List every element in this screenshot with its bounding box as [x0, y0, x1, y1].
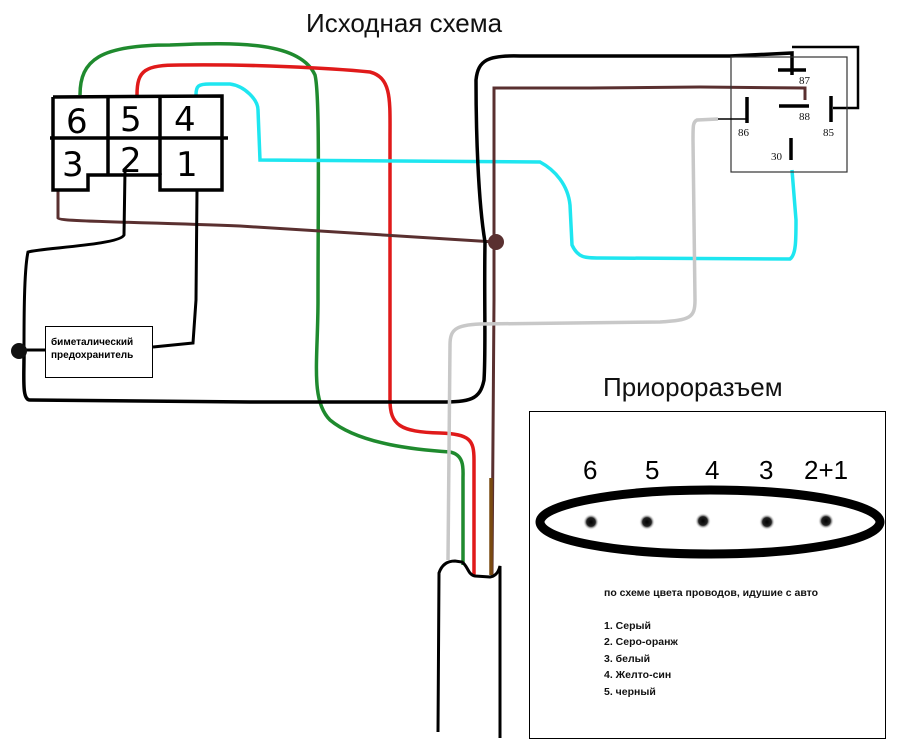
connector-pin-label-6: 6: [583, 455, 598, 485]
junction-black: [11, 343, 27, 359]
cable-jacket: [436, 559, 502, 738]
relay-pin-85: 85: [823, 127, 834, 139]
socket-pin-3: 3: [62, 145, 84, 185]
socket-pin-6: 6: [66, 102, 88, 142]
wire-color-legend: по схеме цвета проводов, идушие с авто 1…: [604, 585, 854, 700]
wire-list-item: 5. черный: [604, 685, 656, 698]
junction-brown: [488, 234, 504, 250]
connector-pin-dot-5: [639, 514, 655, 530]
relay-pin-87: 87: [799, 75, 810, 87]
connector-pin-dot-2-1: [818, 513, 834, 529]
fuse-label-line1: биметалический: [51, 337, 134, 348]
relay-contacts: [745, 68, 833, 160]
wire-list-item: 3. белый: [604, 652, 651, 665]
connector-pin-label-3: 3: [759, 455, 774, 485]
fuse-label-line2: предохранитель: [51, 350, 134, 361]
legend-note: по схеме цвета проводов, идушие с авто: [604, 587, 819, 599]
wire-red: [135, 63, 476, 575]
wire-list: 1. Серый 2. Серо-оранж 3. белый 4. Желто…: [604, 618, 854, 701]
wire-black-pin1: [152, 189, 199, 349]
relay-pin-86: 86: [738, 127, 749, 139]
connector-oval: [535, 485, 885, 559]
socket-block: [50, 94, 228, 192]
wire-black-pin2: [22, 169, 127, 351]
relay-body: [730, 56, 848, 173]
wire-black-85: [792, 45, 860, 110]
connector-pin-label-2-1: 2+1: [804, 455, 849, 485]
socket-pin-2: 2: [120, 141, 142, 181]
relay-pin-30: 30: [771, 151, 782, 163]
wire-list-item: 4. Желто-син: [604, 669, 672, 681]
connector-pin-label-5: 5: [645, 455, 660, 485]
wire-green: [78, 42, 465, 565]
wire-list-item: 1. Серый: [604, 619, 651, 632]
wire-black-relay: [474, 51, 794, 243]
relay-pin-88: 88: [799, 111, 810, 123]
connector-pin-dot-6: [583, 514, 599, 530]
wire-cyan: [194, 82, 798, 261]
connector-title: Приороразъем: [603, 372, 783, 402]
socket-pin-5: 5: [120, 100, 142, 140]
socket-pin-1: 1: [176, 145, 198, 185]
socket-pin-4: 4: [174, 100, 196, 140]
connector-pin-dot-3: [759, 514, 775, 530]
bimetal-fuse: биметалический предохранитель: [45, 326, 153, 378]
wire-gray: [446, 117, 719, 561]
connector-pin-label-4: 4: [705, 455, 720, 485]
wire-black-main: [22, 241, 487, 404]
wire-brown: [56, 190, 496, 244]
wire-list-item: 2. Серо-оранж: [604, 636, 678, 648]
connector-pin-dot-4: [695, 513, 711, 529]
connector-panel: [529, 411, 886, 739]
wire-brown-relay: [490, 85, 807, 576]
diagram-title: Исходная схема: [306, 8, 503, 38]
